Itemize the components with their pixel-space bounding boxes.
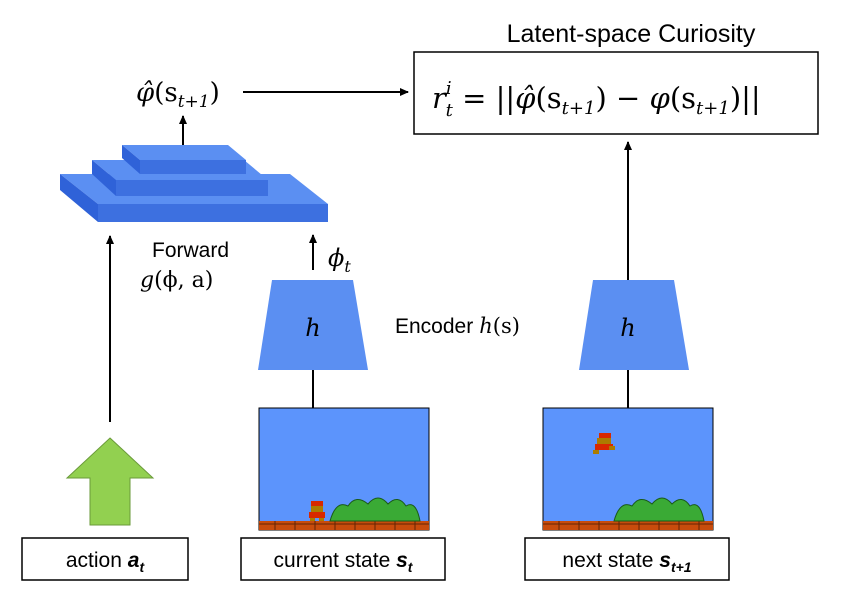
next-state-frame: [542, 407, 714, 531]
forward-function: g(ϕ, a): [140, 268, 213, 293]
current-state-label: current state st: [274, 549, 414, 575]
encoder-left-symbol: h: [305, 314, 320, 342]
forward-model-icon: [60, 145, 328, 222]
forward-output-label: φ̂(st+1): [136, 78, 220, 112]
encoder-right-symbol: h: [620, 314, 635, 342]
current-state-box: [240, 537, 446, 581]
forward-label: Forward: [152, 239, 229, 262]
current-state-frame: [258, 407, 430, 531]
reward-box: [413, 51, 819, 135]
mario-sprite-next: [593, 433, 615, 454]
encoder-left: [258, 280, 368, 370]
diagram-title: Latent-space Curiosity: [507, 20, 756, 48]
action-box: [21, 537, 189, 581]
action-arrow-icon: [65, 437, 155, 526]
next-state-label: next state st+1: [562, 549, 691, 575]
mario-sprite-current: [309, 501, 325, 521]
next-state-box: [524, 537, 730, 581]
phi-t-label: ϕt: [328, 244, 351, 276]
action-label: action at: [66, 549, 146, 575]
encoder-right: [579, 280, 689, 370]
